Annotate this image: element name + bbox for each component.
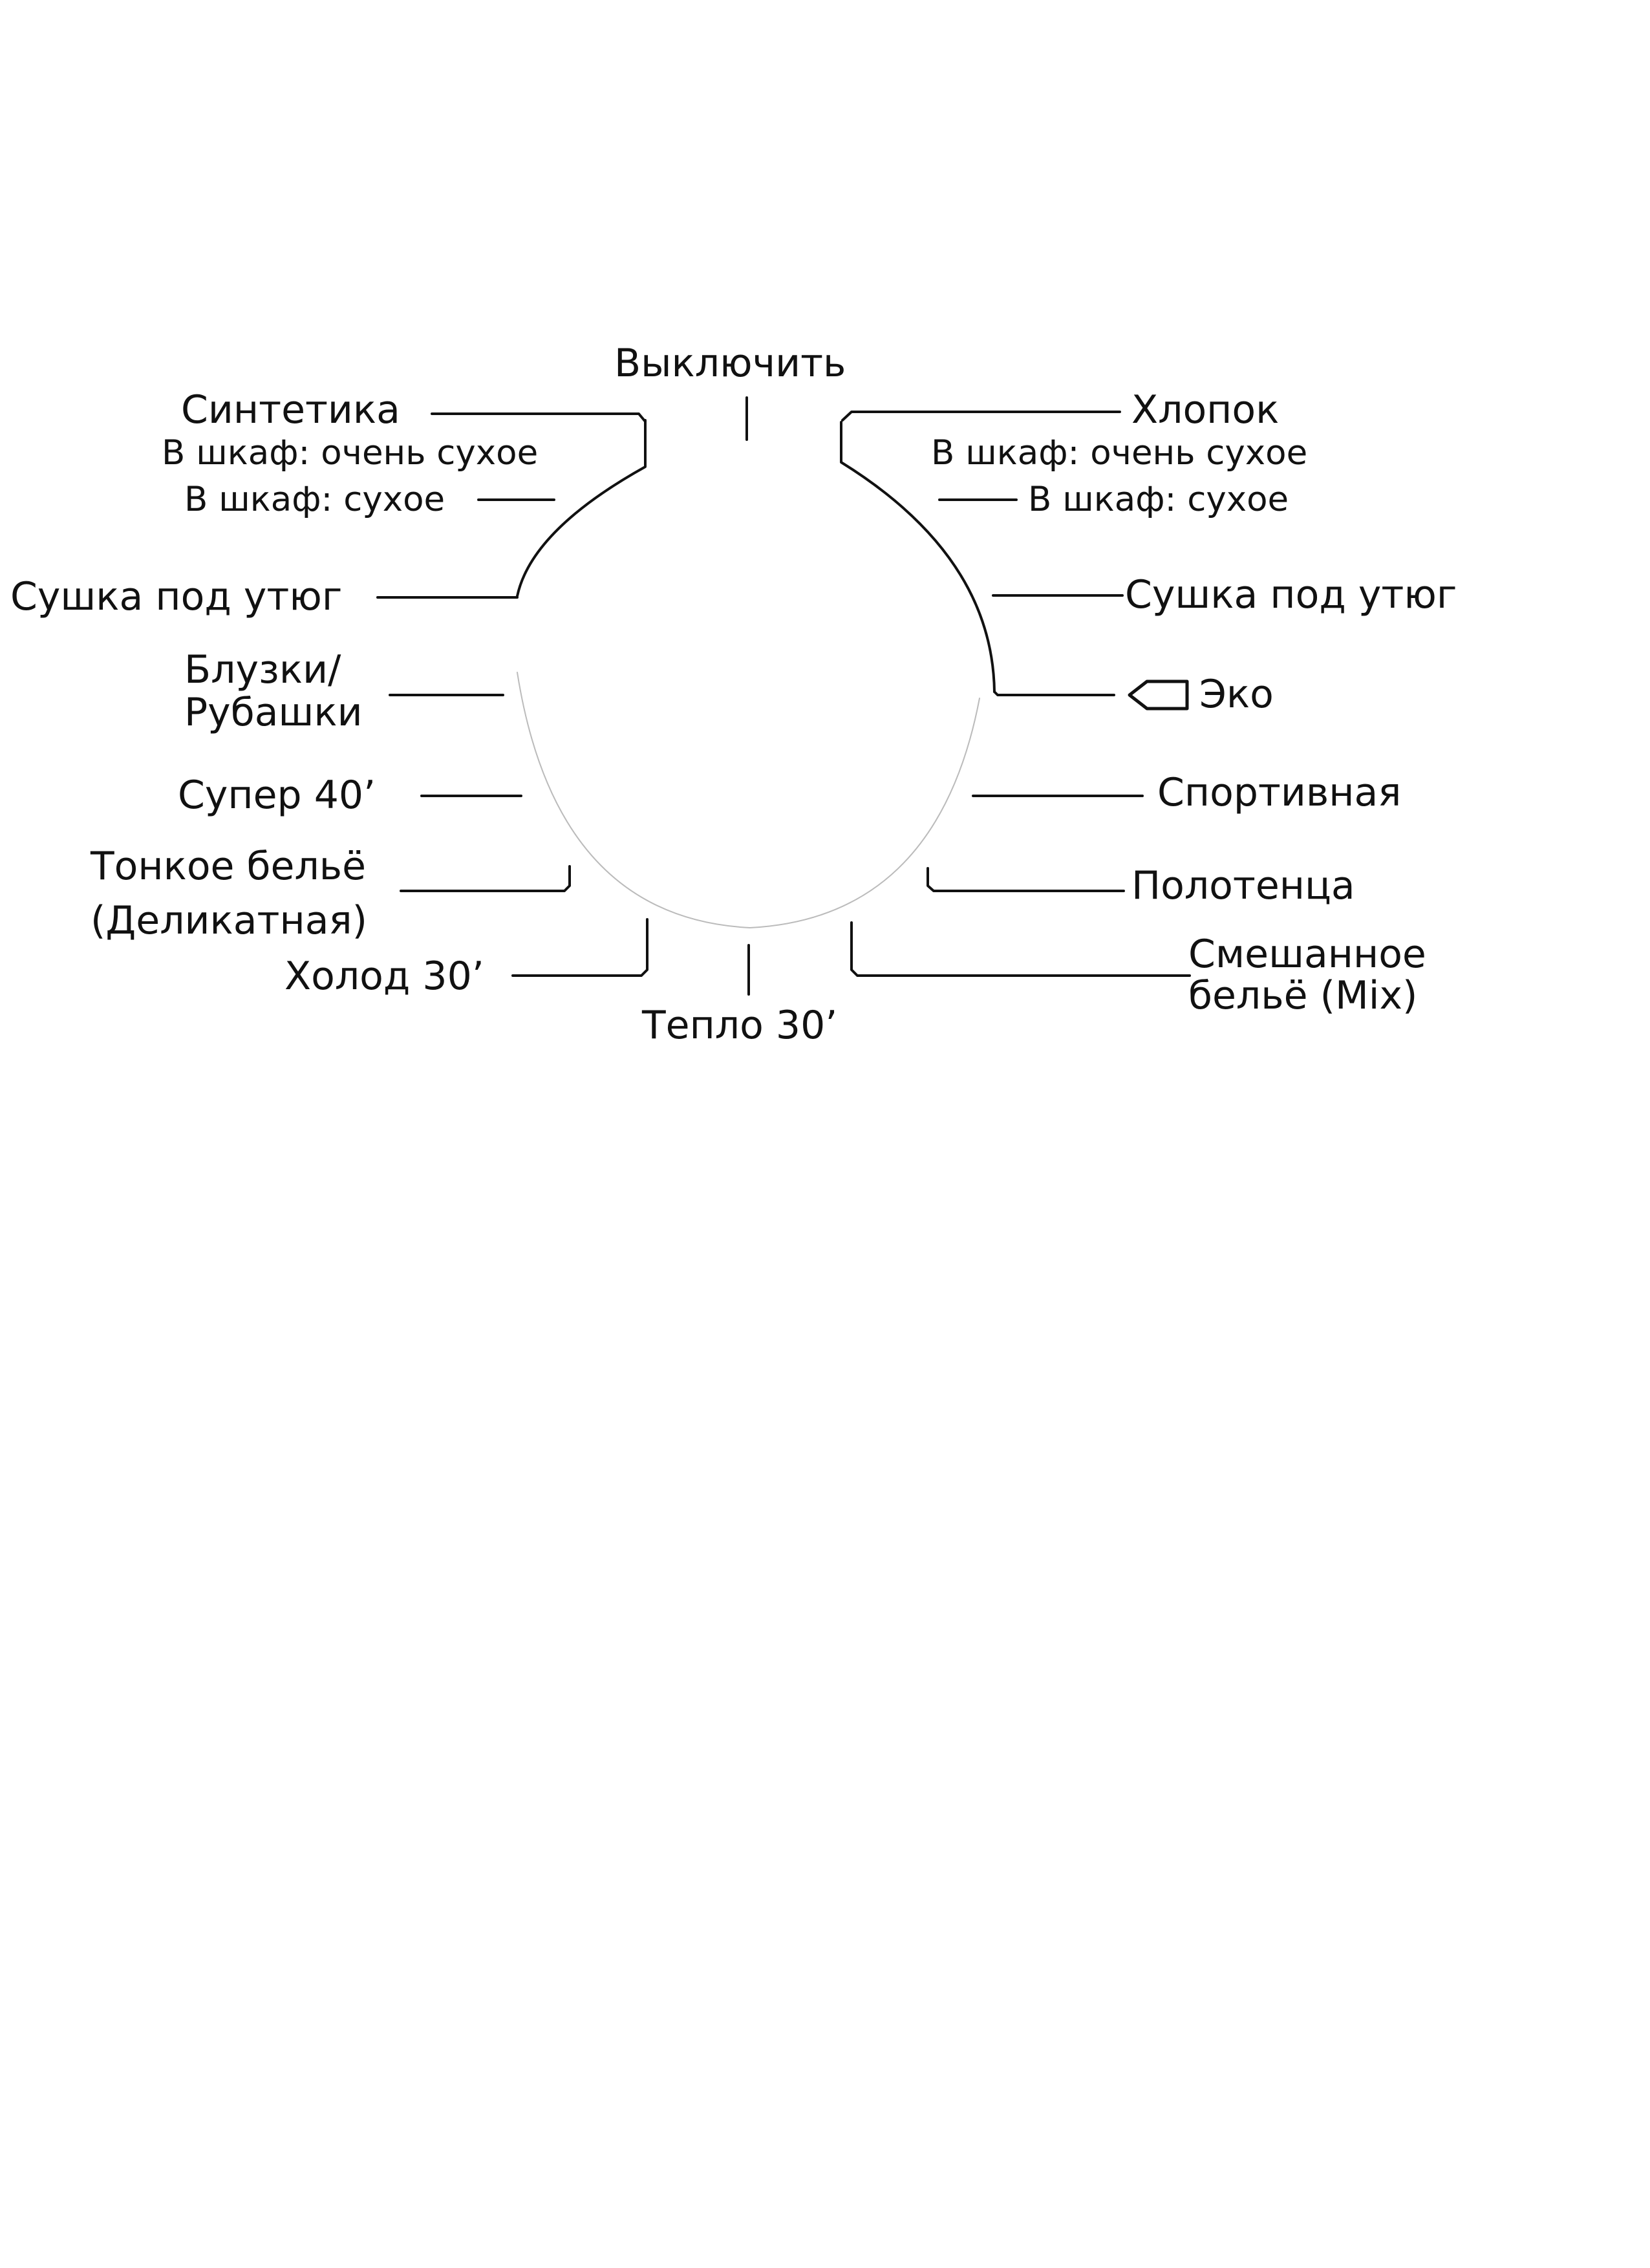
leader-cotton	[841, 411, 1121, 422]
label-shirts-line1: Блузки/	[184, 647, 341, 692]
label-towels: Полотенца	[1131, 863, 1355, 908]
label-cotton-iron-dry: Сушка под утюг	[1125, 572, 1457, 617]
label-shirts-line2: Рубашки	[184, 690, 363, 735]
label-off: Выключить	[614, 341, 846, 386]
leader-mix	[850, 921, 1191, 977]
label-synthetics-dry: В шкаф: сухое	[184, 480, 445, 519]
dial-arc-left	[516, 419, 647, 597]
leader-towels	[927, 867, 1125, 892]
label-super40: Супер 40’	[178, 773, 376, 818]
leader-synthetics	[431, 412, 647, 423]
label-cotton-dry: В шкаф: сухое	[1028, 480, 1289, 519]
label-cotton: Хлопок	[1131, 387, 1280, 433]
dial-arc-right	[840, 421, 996, 693]
tag-icon	[1128, 679, 1189, 711]
leader-cold30	[511, 918, 648, 977]
label-delicate-line2: (Деликатная)	[91, 898, 367, 943]
label-cold30: Холод 30’	[284, 954, 484, 999]
label-mix-line2: бельё (Mix)	[1188, 973, 1418, 1018]
label-delicate-line1: Тонкое бельё	[91, 844, 367, 889]
label-synthetics: Синтетика	[181, 387, 400, 433]
label-sport: Спортивная	[1157, 770, 1402, 815]
label-cotton-very-dry: В шкаф: очень сухое	[931, 433, 1308, 473]
leader-eco	[993, 690, 1115, 696]
label-synthetics-very-dry: В шкаф: очень сухое	[162, 433, 539, 473]
leader-delicate	[400, 865, 571, 892]
label-synthetics-iron-dry: Сушка под утюг	[10, 574, 343, 619]
dial-arc-bottom	[517, 672, 980, 928]
label-warm30: Тепло 30’	[642, 1003, 838, 1048]
label-eco: Эко	[1199, 672, 1274, 717]
label-mix-line1: Смешанное	[1188, 932, 1426, 977]
